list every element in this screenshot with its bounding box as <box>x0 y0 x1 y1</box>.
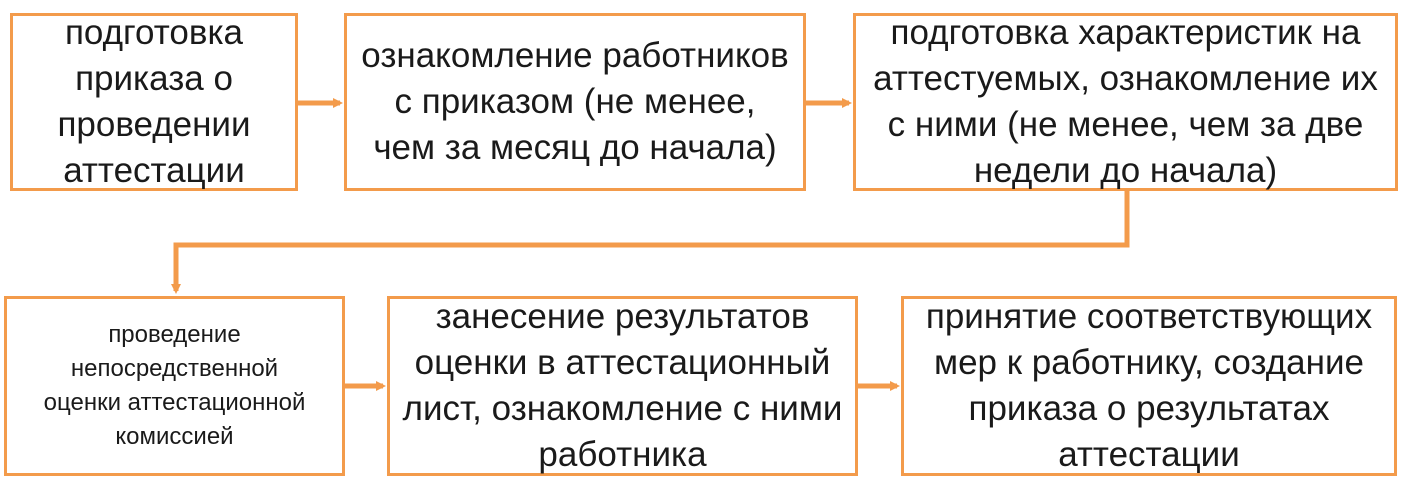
step-5-text: занесение результатов оценки в аттестаци… <box>402 297 843 474</box>
arrow-3-to-4 <box>171 190 1130 294</box>
step-1-text: подготовка приказа о проведении аттестац… <box>57 13 251 190</box>
step-1-box: подготовка приказа о проведении аттестац… <box>10 13 298 191</box>
step-6-box: принятие соответствующих мер к работнику… <box>901 296 1397 476</box>
step-4-text: проведение непосредственной оценки аттес… <box>43 321 306 450</box>
step-3-box: подготовка характеристик на аттестуемых,… <box>853 13 1398 191</box>
step-3-text: подготовка характеристик на аттестуемых,… <box>873 13 1378 190</box>
step-2-text: ознакомление работников с приказом (не м… <box>361 36 789 167</box>
step-5-box: занесение результатов оценки в аттестаци… <box>387 296 858 476</box>
step-6-text: принятие соответствующих мер к работнику… <box>925 297 1373 474</box>
step-4-box: проведение непосредственной оценки аттес… <box>4 296 345 476</box>
step-2-box: ознакомление работников с приказом (не м… <box>344 13 806 191</box>
